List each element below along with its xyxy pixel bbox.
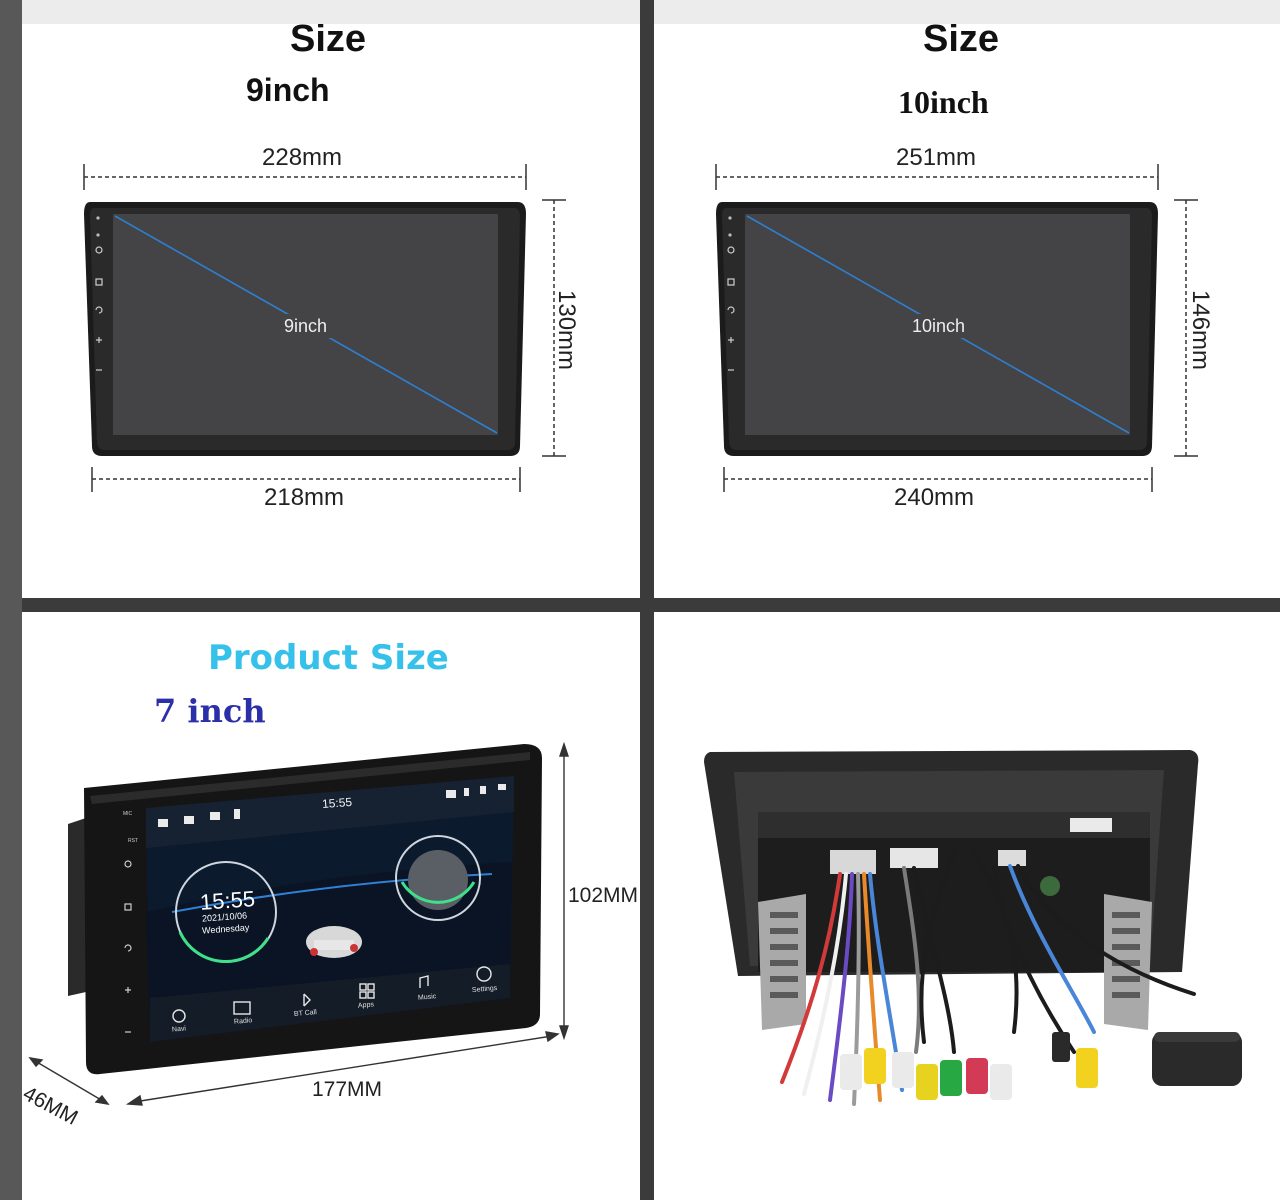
inch-label: 9inch: [246, 72, 330, 108]
dock-navi[interactable]: Navi: [171, 1025, 187, 1034]
inch-label: 7 inch: [154, 692, 266, 730]
width-label: 177MM: [312, 1078, 383, 1101]
product-size-title: Product Size: [208, 638, 449, 678]
inch-label: 10inch: [898, 84, 989, 120]
bottom-width-label: 218mm: [264, 484, 345, 511]
mic-label: MIC: [123, 811, 133, 817]
device-7inch-drawing: [28, 741, 569, 1106]
top-width-label: 251mm: [896, 144, 977, 171]
diagonal-label: 9inch: [284, 316, 328, 336]
panel-9inch: Size 9inch 228mm 218mm 130mm 9inch: [22, 24, 640, 598]
panel-10inch: Size 10inch 251mm 240mm 146mm 10inch: [654, 24, 1280, 598]
device-10inch-drawing: [715, 164, 1198, 492]
panel-7inch: Product Size 7 inch 102MM 177MM 46MM: [22, 612, 640, 1200]
size-title: Size: [923, 24, 1000, 60]
diagonal-label: 10inch: [912, 316, 966, 336]
device-back-view-drawing: [704, 750, 1242, 1106]
top-width-label: 228mm: [262, 144, 343, 171]
panel-back-view: [654, 612, 1280, 1200]
rst-label: RST: [128, 838, 138, 844]
top-strip-left: [22, 0, 640, 24]
status-time: 15:55: [321, 794, 353, 812]
left-edge-strip: [0, 0, 22, 1200]
device-9inch-drawing: [83, 164, 566, 492]
dock-apps[interactable]: Apps: [357, 1001, 375, 1010]
height-label: 102MM: [568, 884, 639, 907]
size-title: Size: [290, 24, 367, 60]
bottom-width-label: 240mm: [894, 484, 975, 511]
top-strip-right: [654, 0, 1280, 24]
